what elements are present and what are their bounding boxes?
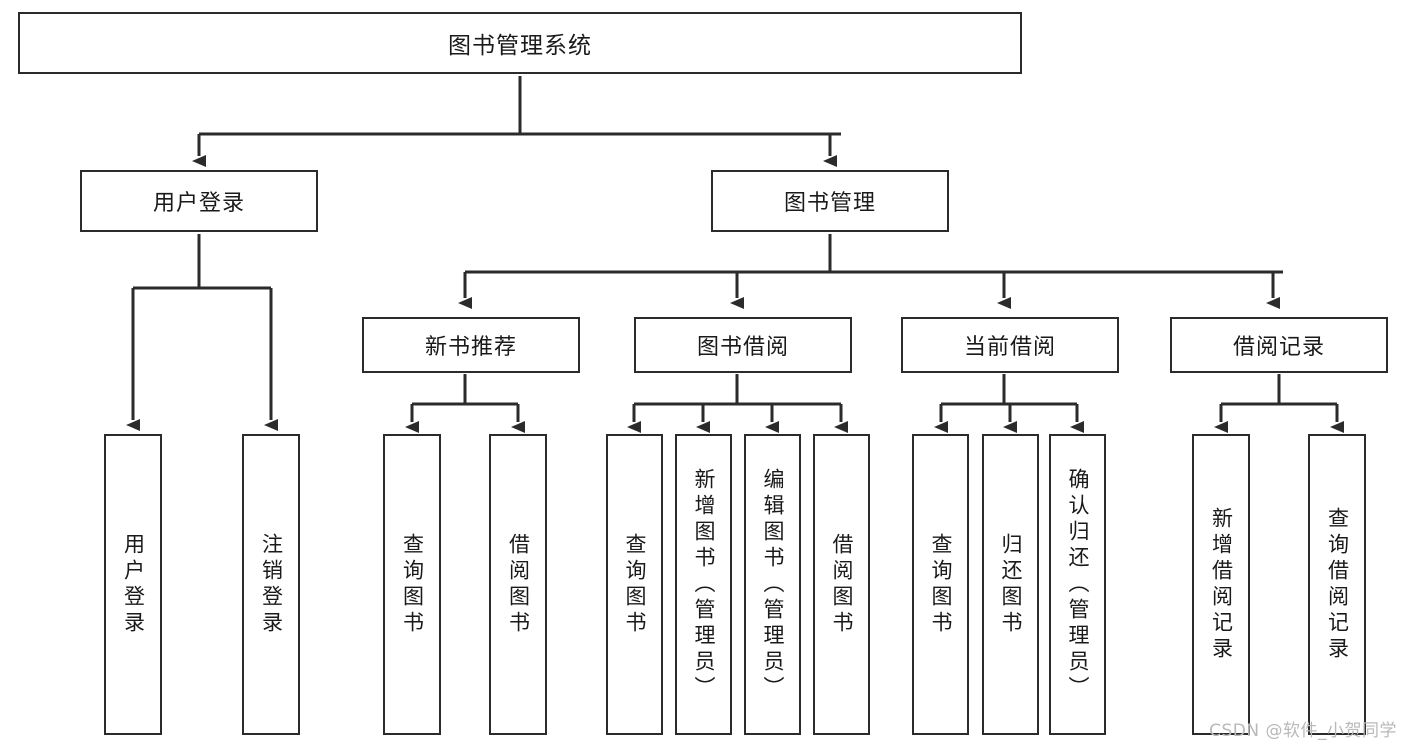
leaf-new-book-query[interactable]: 查询图书 bbox=[383, 434, 441, 735]
leaf-new-book-query-label: 查询图书 bbox=[400, 532, 425, 637]
csdn-watermark: CSDN @软件_小贺同学 bbox=[1209, 721, 1397, 741]
leaf-user-login-login[interactable]: 用户登录 bbox=[104, 434, 162, 735]
leaf-current-borrow-return-label: 归还图书 bbox=[999, 532, 1023, 637]
node-book-borrow[interactable]: 图书借阅 bbox=[634, 317, 852, 373]
leaf-book-borrow-query-label: 查询图书 bbox=[623, 532, 647, 637]
node-new-book-recommend[interactable]: 新书推荐 bbox=[362, 317, 580, 373]
leaf-book-borrow-add[interactable]: 新增图书（管理员） bbox=[675, 434, 732, 735]
leaf-book-borrow-borrow[interactable]: 借阅图书 bbox=[813, 434, 870, 735]
node-book-manage[interactable]: 图书管理 bbox=[711, 170, 949, 232]
leaf-new-book-borrow[interactable]: 借阅图书 bbox=[489, 434, 547, 735]
node-book-borrow-label: 图书借阅 bbox=[696, 335, 789, 360]
leaf-current-borrow-query-label: 查询图书 bbox=[929, 532, 953, 637]
leaf-current-borrow-confirm[interactable]: 确认归还（管理员） bbox=[1049, 434, 1106, 735]
leaf-borrow-record-add-label: 新增借阅记录 bbox=[1209, 506, 1234, 663]
leaf-book-borrow-add-label: 新增图书（管理员） bbox=[692, 467, 716, 702]
leaf-borrow-record-query-label: 查询借阅记录 bbox=[1325, 506, 1350, 663]
leaf-new-book-borrow-label: 借阅图书 bbox=[506, 532, 531, 637]
node-current-borrow[interactable]: 当前借阅 bbox=[901, 317, 1119, 373]
node-root-system-label: 图书管理系统 bbox=[448, 33, 592, 59]
leaf-user-login-logout-label: 注销登录 bbox=[259, 532, 284, 637]
node-user-login[interactable]: 用户登录 bbox=[80, 170, 318, 232]
leaf-current-borrow-confirm-label: 确认归还（管理员） bbox=[1066, 467, 1090, 702]
node-borrow-record[interactable]: 借阅记录 bbox=[1170, 317, 1388, 373]
leaf-book-borrow-query[interactable]: 查询图书 bbox=[606, 434, 663, 735]
leaf-borrow-record-query[interactable]: 查询借阅记录 bbox=[1308, 434, 1366, 735]
node-root-system[interactable]: 图书管理系统 bbox=[18, 12, 1022, 74]
leaf-borrow-record-add[interactable]: 新增借阅记录 bbox=[1192, 434, 1250, 735]
leaf-current-borrow-query[interactable]: 查询图书 bbox=[912, 434, 969, 735]
leaf-book-borrow-edit-label: 编辑图书（管理员） bbox=[761, 467, 785, 702]
leaf-current-borrow-return[interactable]: 归还图书 bbox=[982, 434, 1039, 735]
node-borrow-record-label: 借阅记录 bbox=[1232, 335, 1325, 360]
node-current-borrow-label: 当前借阅 bbox=[963, 335, 1056, 360]
node-user-login-label: 用户登录 bbox=[152, 191, 245, 216]
leaf-user-login-logout[interactable]: 注销登录 bbox=[242, 434, 300, 735]
leaf-user-login-login-label: 用户登录 bbox=[121, 532, 146, 637]
node-book-manage-label: 图书管理 bbox=[783, 191, 876, 216]
node-new-book-recommend-label: 新书推荐 bbox=[424, 335, 517, 360]
leaf-book-borrow-edit[interactable]: 编辑图书（管理员） bbox=[744, 434, 801, 735]
leaf-book-borrow-borrow-label: 借阅图书 bbox=[830, 532, 854, 637]
